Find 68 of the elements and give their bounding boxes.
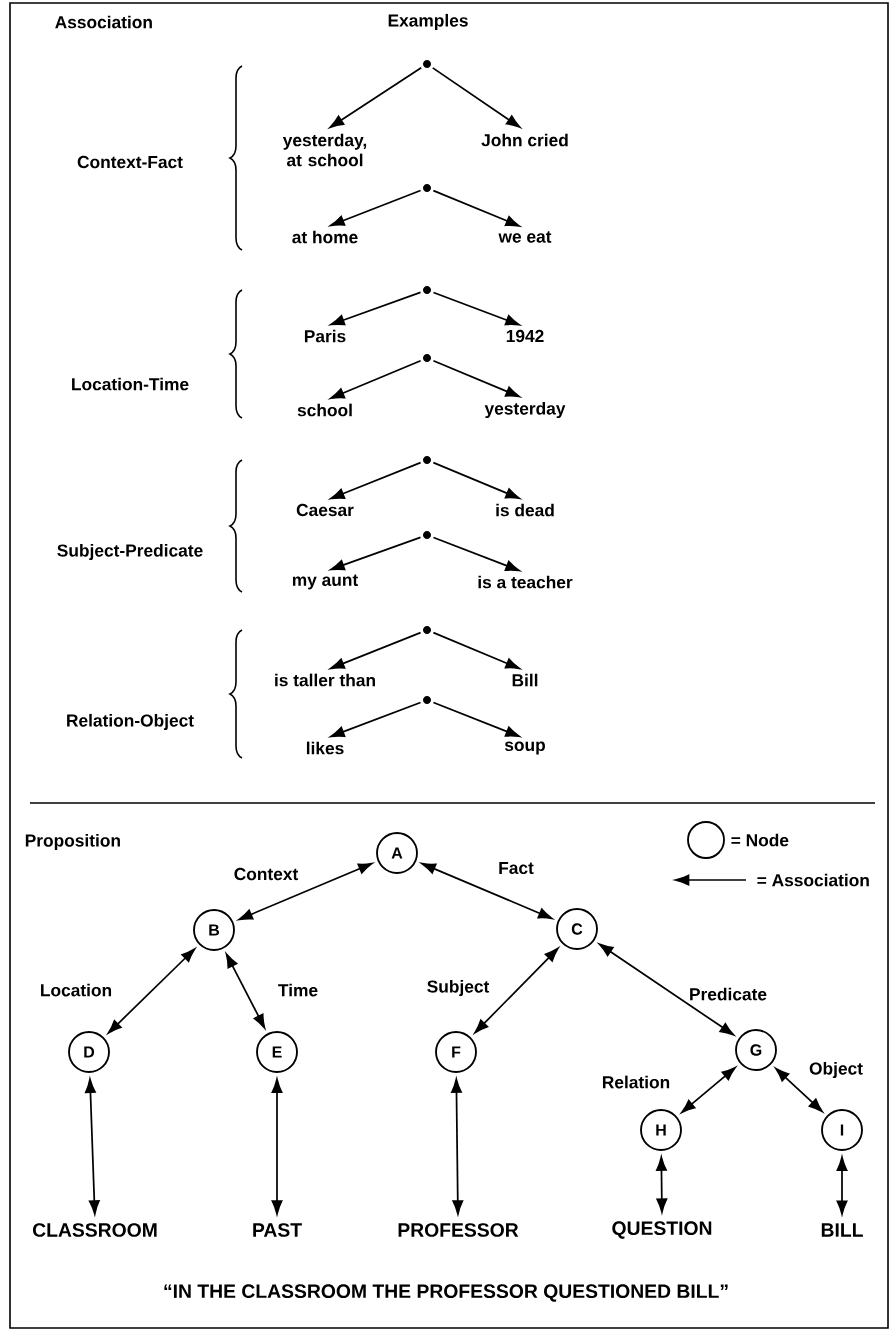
arrow — [432, 631, 520, 670]
arrow — [330, 701, 422, 738]
example-text: Bill — [512, 673, 538, 687]
arrow — [329, 66, 423, 128]
arrow — [432, 461, 520, 500]
arrow — [656, 1156, 668, 1213]
concept-word: PROFESSOR — [398, 1223, 519, 1237]
legend-text: = Association — [757, 873, 869, 887]
arrow — [836, 1156, 848, 1215]
arrow — [85, 1078, 100, 1215]
arrow — [451, 1078, 464, 1215]
example-text: is dead — [496, 503, 554, 517]
arrow — [432, 189, 520, 227]
edge-label: Relation — [600, 1074, 672, 1090]
column-heading: Association — [55, 15, 152, 29]
association-type: Relation-Object — [67, 713, 194, 731]
arrow — [775, 1067, 823, 1113]
association-type: Subject-Predicate — [57, 543, 203, 561]
arrow — [330, 359, 422, 400]
example-text: Caesar — [296, 503, 354, 517]
example-text: is taller than — [275, 673, 375, 687]
edge-label: Location — [38, 982, 114, 998]
edge-label: Context — [232, 866, 300, 882]
arrow — [330, 461, 422, 500]
example-text: we eat — [498, 231, 552, 243]
edge-label: Predicate — [687, 986, 769, 1002]
arrow — [432, 359, 520, 398]
arrow — [681, 1066, 736, 1114]
example-text: likes — [306, 741, 344, 755]
arrow — [271, 1078, 283, 1215]
example-text: yesterday — [484, 401, 566, 419]
edge-label: Object — [807, 1060, 865, 1080]
example-text: soup — [504, 741, 545, 755]
concept-word: CLASSROOM — [32, 1223, 157, 1237]
arrow — [107, 948, 196, 1034]
arrow — [474, 947, 559, 1034]
edge-label: Subject — [425, 978, 491, 998]
arrow — [330, 536, 422, 571]
section-heading: Proposition — [25, 833, 120, 851]
association-type: Location-Time — [72, 377, 189, 391]
arrow — [330, 291, 422, 326]
arrow — [330, 631, 422, 670]
arrow — [432, 291, 520, 326]
arrow — [598, 943, 735, 1036]
caption: “IN THE CLASSROOM THE PROFESSOR QUESTIONED BILL” — [164, 1284, 728, 1302]
arrow — [238, 862, 373, 921]
legend-text: = Node — [731, 833, 789, 847]
arrow — [431, 67, 521, 128]
arrow — [225, 953, 266, 1029]
example-text: at home — [292, 230, 358, 244]
example-text: 1942 — [506, 329, 544, 343]
arrow — [432, 536, 520, 572]
concept-word: BILL — [821, 1223, 863, 1237]
example-text: Paris — [304, 329, 346, 343]
example-text: John cried — [481, 133, 568, 147]
concept-word: QUESTION — [612, 1221, 712, 1239]
edge-label: Fact — [496, 860, 536, 876]
arrow — [330, 189, 422, 227]
concept-word: PAST — [253, 1223, 302, 1237]
association-type: Context-Fact — [77, 155, 183, 169]
example-text: yesterday, at school — [282, 133, 367, 167]
column-heading: Examples — [388, 13, 468, 31]
example-text: my aunt — [292, 574, 358, 590]
arrow — [432, 701, 520, 738]
example-text: school — [297, 403, 352, 417]
example-text: is a teacher — [478, 575, 573, 589]
arrow — [421, 862, 553, 920]
edge-label: Time — [276, 982, 320, 998]
